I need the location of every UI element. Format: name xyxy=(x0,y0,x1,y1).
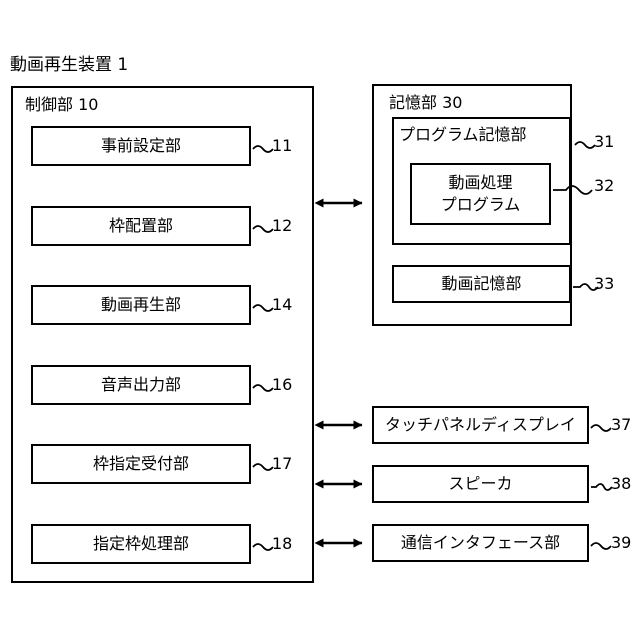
unit-box-designated-frame-processor: 指定枠処理部 xyxy=(31,524,251,564)
unit-label-video-storage: 動画記憶部 xyxy=(441,274,522,293)
unit-box-video-playback: 動画再生部 xyxy=(31,285,251,325)
unit-box-video-processing-program: 動画処理 プログラム xyxy=(410,163,551,225)
storage-unit-label: 記憶部 30 xyxy=(389,93,463,112)
ref-number-31: 31 xyxy=(594,132,615,151)
unit-label-touch-panel-display: タッチパネルディスプレイ xyxy=(385,415,576,434)
unit-box-frame-placement: 枠配置部 xyxy=(31,206,251,246)
unit-box-speaker: スピーカ xyxy=(372,465,589,503)
unit-label-video-processing-program-line2: プログラム xyxy=(440,195,521,214)
ref-number-17: 17 xyxy=(272,454,293,473)
leader-line-31 xyxy=(574,141,596,149)
ref-number-39: 39 xyxy=(611,533,632,552)
ref-number-38: 38 xyxy=(611,474,632,493)
control-unit-group xyxy=(11,86,314,583)
leader-line-39 xyxy=(590,542,612,550)
unit-label-preset: 事前設定部 xyxy=(100,136,181,155)
control-unit-label: 制御部 10 xyxy=(25,95,99,114)
unit-box-preset: 事前設定部 xyxy=(31,126,251,166)
figure-title: 動画再生装置 1 xyxy=(10,55,129,75)
ref-number-37: 37 xyxy=(611,415,632,434)
ref-number-12: 12 xyxy=(272,216,293,235)
unit-label-audio-output: 音声出力部 xyxy=(100,375,181,394)
unit-box-frame-designation-receiver: 枠指定受付部 xyxy=(31,444,251,484)
unit-label-frame-designation-receiver: 枠指定受付部 xyxy=(92,454,189,473)
unit-box-communication-interface: 通信インタフェース部 xyxy=(372,524,589,562)
ref-number-32: 32 xyxy=(594,176,615,195)
unit-label-communication-interface: 通信インタフェース部 xyxy=(400,533,561,552)
ref-number-14: 14 xyxy=(272,295,293,314)
unit-label-speaker: スピーカ xyxy=(448,474,513,493)
unit-box-video-storage: 動画記憶部 xyxy=(392,265,571,303)
ref-number-18: 18 xyxy=(272,534,293,553)
ref-number-33: 33 xyxy=(594,274,615,293)
ref-number-11: 11 xyxy=(272,136,293,155)
leader-line-38 xyxy=(591,483,613,491)
leader-line-37 xyxy=(590,424,612,432)
unit-label-video-processing-program-line1: 動画処理 xyxy=(448,173,513,192)
unit-box-touch-panel-display: タッチパネルディスプレイ xyxy=(372,406,589,444)
program-storage-label: プログラム記憶部 xyxy=(399,125,527,144)
ref-number-16: 16 xyxy=(272,375,293,394)
unit-box-audio-output: 音声出力部 xyxy=(31,365,251,405)
unit-label-designated-frame-processor: 指定枠処理部 xyxy=(92,534,189,553)
unit-label-frame-placement: 枠配置部 xyxy=(108,216,173,235)
unit-label-video-playback: 動画再生部 xyxy=(100,295,181,314)
